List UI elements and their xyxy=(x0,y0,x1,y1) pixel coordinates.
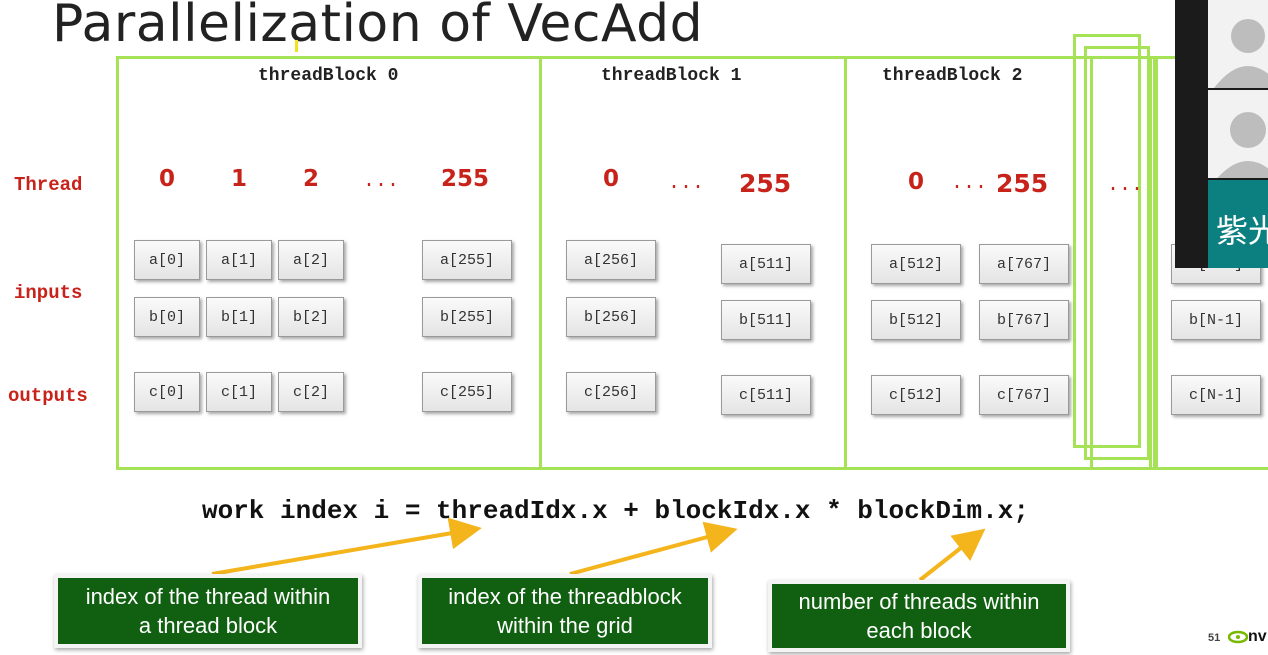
array-cell: b[512] xyxy=(871,300,961,340)
arrow-to-blockidx xyxy=(569,521,738,576)
array-cell: a[255] xyxy=(422,240,512,280)
thread-index: 1 xyxy=(231,166,248,192)
array-cell: a[2] xyxy=(278,240,344,280)
callout-line: a thread block xyxy=(138,613,278,638)
thread-ellipsis: ... xyxy=(668,172,705,195)
callout-blockidx: index of the threadblock within the grid xyxy=(418,574,712,648)
threadblock-2-frame xyxy=(844,56,1158,470)
overflow-block-frame xyxy=(1090,56,1152,470)
overflow-block-frame xyxy=(1084,46,1150,460)
participant-tile[interactable] xyxy=(1208,0,1268,88)
block-ellipsis: ... xyxy=(1107,174,1144,197)
thread-index: 0 xyxy=(603,166,620,192)
nvidia-logo-icon xyxy=(1228,630,1248,644)
array-cell: a[512] xyxy=(871,244,961,284)
participant-tile[interactable] xyxy=(1208,90,1268,178)
array-cell: a[1] xyxy=(206,240,272,280)
array-cell: b[0] xyxy=(134,297,200,337)
arrow-to-threadidx xyxy=(211,517,482,576)
array-cell: b[N-1] xyxy=(1171,300,1261,340)
inputs-row-label: inputs xyxy=(14,282,83,304)
logo-text: nv xyxy=(1248,628,1267,645)
work-index-formula: work index i = threadIdx.x + blockIdx.x … xyxy=(202,496,1029,526)
callout-blockdim: number of threads within each block xyxy=(768,580,1070,652)
array-cell: a[511] xyxy=(721,244,811,284)
slide-title: Parallelization of VecAdd xyxy=(52,0,704,54)
array-cell: a[0] xyxy=(134,240,200,280)
array-cell: c[2] xyxy=(278,372,344,412)
callout-line: within the grid xyxy=(497,613,633,638)
arrow-to-blockdim xyxy=(918,528,986,582)
threadblock-0-label: threadBlock 0 xyxy=(258,66,399,86)
thread-index: 0 xyxy=(908,169,925,195)
thread-index: 2 xyxy=(303,166,320,192)
array-cell: c[0] xyxy=(134,372,200,412)
participant-name-tile[interactable]: 紫光 xyxy=(1208,180,1268,268)
array-cell: b[511] xyxy=(721,300,811,340)
thread-ellipsis: ... xyxy=(363,170,400,193)
array-cell: a[767] xyxy=(979,244,1069,284)
text-cursor xyxy=(295,40,298,52)
thread-row-label: Thread xyxy=(14,174,83,196)
callout-line: each block xyxy=(866,618,972,643)
callout-line: number of threads within xyxy=(798,589,1040,614)
callout-line: index of the thread within xyxy=(85,584,331,609)
array-cell: c[1] xyxy=(206,372,272,412)
array-cell: c[767] xyxy=(979,375,1069,415)
page-number: 51 xyxy=(1208,632,1221,644)
threadblock-1-label: threadBlock 1 xyxy=(601,66,742,86)
array-cell: c[256] xyxy=(566,372,656,412)
user-avatar-icon xyxy=(1214,19,1268,88)
array-cell: b[2] xyxy=(278,297,344,337)
array-cell: c[512] xyxy=(871,375,961,415)
callout-line: index of the threadblock xyxy=(448,584,682,609)
participant-name: 紫光 xyxy=(1216,212,1268,250)
array-cell: c[N-1] xyxy=(1171,375,1261,415)
array-cell: b[767] xyxy=(979,300,1069,340)
thread-index: 0 xyxy=(159,166,176,192)
thread-ellipsis: ... xyxy=(951,172,988,195)
outputs-row-label: outputs xyxy=(8,385,88,407)
thread-index: 255 xyxy=(739,169,792,198)
array-cell: b[256] xyxy=(566,297,656,337)
array-cell: a[256] xyxy=(566,240,656,280)
thread-index: 255 xyxy=(996,169,1049,198)
threadblock-2-label: threadBlock 2 xyxy=(882,66,1023,86)
callout-threadidx: index of the thread within a thread block xyxy=(54,574,362,648)
user-avatar-icon xyxy=(1217,112,1268,178)
thread-index: 255 xyxy=(441,166,490,192)
array-cell: b[1] xyxy=(206,297,272,337)
array-cell: c[255] xyxy=(422,372,512,412)
array-cell: b[255] xyxy=(422,297,512,337)
overflow-block-frame xyxy=(1073,34,1141,448)
array-cell: c[511] xyxy=(721,375,811,415)
